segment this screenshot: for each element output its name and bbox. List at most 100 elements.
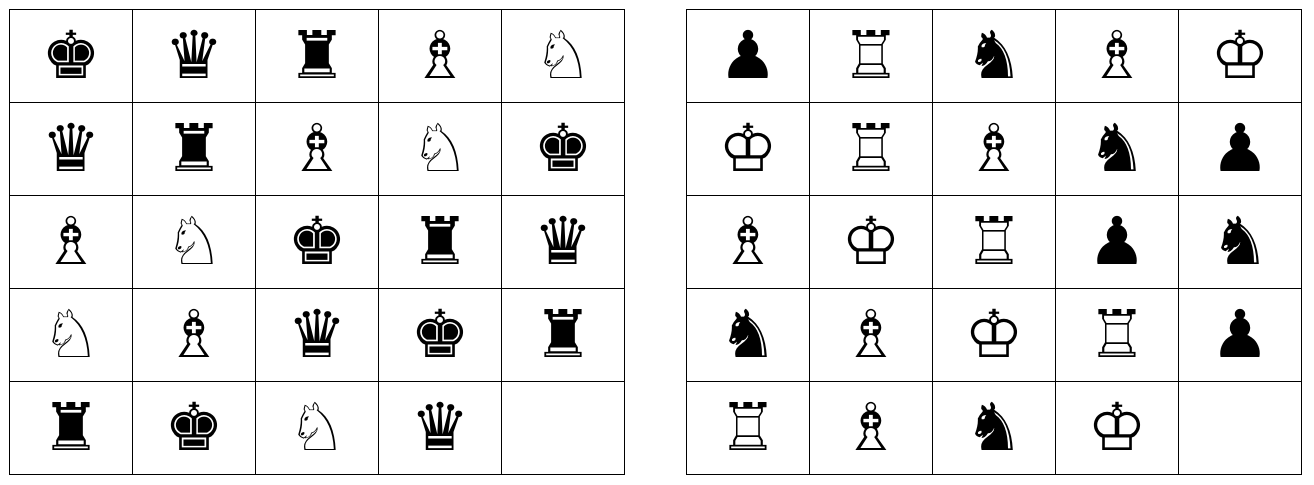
left-grid-cell-r3-c3[interactable]: ♚ [256, 196, 379, 289]
left-grid-cell-r3-c1[interactable]: ♗ [10, 196, 133, 289]
black-king-icon: ♚ [158, 392, 230, 464]
black-queen-icon: ♛ [35, 113, 107, 185]
white-bishop-icon: ♗ [158, 299, 230, 371]
black-pawn-icon: ♟ [712, 20, 784, 92]
black-knight-icon: ♞ [958, 20, 1030, 92]
right-grid-cell-r2-c4[interactable]: ♞ [1056, 103, 1179, 196]
right-grid-cell-r5-c1[interactable]: ♖ [687, 382, 810, 475]
right-grid-cell-r4-c4[interactable]: ♖ [1056, 289, 1179, 382]
black-rook-icon: ♜ [35, 392, 107, 464]
right-grid-cell-r4-c5[interactable]: ♟ [1179, 289, 1302, 382]
white-rook-icon: ♖ [958, 206, 1030, 278]
right-grid-cell-r1-c5[interactable]: ♔ [1179, 10, 1302, 103]
right-piece-grid: ♟ ♖ ♞ ♗ ♔ ♔ ♖ ♗ ♞ ♟ ♗ ♔ ♖ ♟ ♞ ♞ ♗ ♔ ♖ ♟ ♖ ♗ ♞ ♔ [686, 9, 1302, 475]
right-grid-cell-r3-c1[interactable]: ♗ [687, 196, 810, 289]
left-grid-cell-r2-c3[interactable]: ♗ [256, 103, 379, 196]
right-grid-cell-r4-c3[interactable]: ♔ [933, 289, 1056, 382]
black-rook-icon: ♜ [404, 206, 476, 278]
white-knight-icon: ♘ [158, 206, 230, 278]
left-grid-cell-r5-c3[interactable]: ♘ [256, 382, 379, 475]
left-grid-cell-r1-c2[interactable]: ♛ [133, 10, 256, 103]
black-queen-icon: ♛ [281, 299, 353, 371]
right-grid-cell-r3-c4[interactable]: ♟ [1056, 196, 1179, 289]
right-grid-cell-r5-c3[interactable]: ♞ [933, 382, 1056, 475]
right-grid-cell-r1-c1[interactable]: ♟ [687, 10, 810, 103]
left-grid-cell-r4-c5[interactable]: ♜ [502, 289, 625, 382]
black-pawn-icon: ♟ [1204, 299, 1276, 371]
white-king-icon: ♔ [958, 299, 1030, 371]
black-king-icon: ♚ [281, 206, 353, 278]
white-king-icon: ♔ [1081, 392, 1153, 464]
left-grid-cell-r5-c4[interactable]: ♛ [379, 382, 502, 475]
black-knight-icon: ♞ [712, 299, 784, 371]
white-king-icon: ♔ [1204, 20, 1276, 92]
black-knight-icon: ♞ [1204, 206, 1276, 278]
white-knight-icon: ♘ [281, 392, 353, 464]
white-bishop-icon: ♗ [35, 206, 107, 278]
right-grid-cell-r2-c2[interactable]: ♖ [810, 103, 933, 196]
black-queen-icon: ♛ [158, 20, 230, 92]
left-piece-grid: ♚ ♛ ♜ ♗ ♘ ♛ ♜ ♗ ♘ ♚ ♗ ♘ ♚ ♜ ♛ ♘ ♗ ♛ ♚ ♜ ♜ ♚ ♘ ♛ [9, 9, 625, 475]
left-grid-cell-r2-c2[interactable]: ♜ [133, 103, 256, 196]
white-bishop-icon: ♗ [835, 299, 907, 371]
right-grid-cell-r5-c4[interactable]: ♔ [1056, 382, 1179, 475]
white-knight-icon: ♘ [404, 113, 476, 185]
white-knight-icon: ♘ [527, 20, 599, 92]
left-grid-cell-r5-c1[interactable]: ♜ [10, 382, 133, 475]
black-pawn-icon: ♟ [1081, 206, 1153, 278]
right-grid-cell-r2-c1[interactable]: ♔ [687, 103, 810, 196]
left-grid-cell-r5-c2[interactable]: ♚ [133, 382, 256, 475]
right-grid-cell-r2-c5[interactable]: ♟ [1179, 103, 1302, 196]
left-grid-cell-r4-c3[interactable]: ♛ [256, 289, 379, 382]
right-grid-cell-r4-c1[interactable]: ♞ [687, 289, 810, 382]
white-king-icon: ♔ [712, 113, 784, 185]
white-rook-icon: ♖ [835, 113, 907, 185]
left-grid-cell-r3-c5[interactable]: ♛ [502, 196, 625, 289]
left-grid-cell-r2-c5[interactable]: ♚ [502, 103, 625, 196]
left-grid-cell-r2-c4[interactable]: ♘ [379, 103, 502, 196]
left-grid-cell-r1-c1[interactable]: ♚ [10, 10, 133, 103]
left-grid-cell-r1-c5[interactable]: ♘ [502, 10, 625, 103]
right-grid-cell-r3-c2[interactable]: ♔ [810, 196, 933, 289]
black-knight-icon: ♞ [958, 392, 1030, 464]
black-king-icon: ♚ [527, 113, 599, 185]
white-bishop-icon: ♗ [712, 206, 784, 278]
right-grid-cell-r2-c3[interactable]: ♗ [933, 103, 1056, 196]
white-knight-icon: ♘ [35, 299, 107, 371]
white-rook-icon: ♖ [835, 20, 907, 92]
black-king-icon: ♚ [404, 299, 476, 371]
black-rook-icon: ♜ [527, 299, 599, 371]
black-pawn-icon: ♟ [1204, 113, 1276, 185]
left-grid-cell-r3-c2[interactable]: ♘ [133, 196, 256, 289]
right-grid-cell-r5-c2[interactable]: ♗ [810, 382, 933, 475]
left-grid-cell-r3-c4[interactable]: ♜ [379, 196, 502, 289]
black-knight-icon: ♞ [1081, 113, 1153, 185]
right-grid-cell-r4-c2[interactable]: ♗ [810, 289, 933, 382]
white-bishop-icon: ♗ [835, 392, 907, 464]
right-grid-cell-r3-c5[interactable]: ♞ [1179, 196, 1302, 289]
right-grid-cell-r1-c2[interactable]: ♖ [810, 10, 933, 103]
left-grid-cell-r1-c4[interactable]: ♗ [379, 10, 502, 103]
right-grid-cell-r5-c5[interactable] [1179, 382, 1302, 475]
white-bishop-icon: ♗ [958, 113, 1030, 185]
left-grid-cell-r5-c5[interactable] [502, 382, 625, 475]
black-queen-icon: ♛ [404, 392, 476, 464]
white-king-icon: ♔ [835, 206, 907, 278]
right-grid-cell-r1-c4[interactable]: ♗ [1056, 10, 1179, 103]
white-bishop-icon: ♗ [1081, 20, 1153, 92]
black-queen-icon: ♛ [527, 206, 599, 278]
left-grid-cell-r2-c1[interactable]: ♛ [10, 103, 133, 196]
black-king-icon: ♚ [35, 20, 107, 92]
black-rook-icon: ♜ [158, 113, 230, 185]
white-bishop-icon: ♗ [404, 20, 476, 92]
black-rook-icon: ♜ [281, 20, 353, 92]
white-bishop-icon: ♗ [281, 113, 353, 185]
left-grid-cell-r4-c4[interactable]: ♚ [379, 289, 502, 382]
left-grid-cell-r1-c3[interactable]: ♜ [256, 10, 379, 103]
left-grid-cell-r4-c1[interactable]: ♘ [10, 289, 133, 382]
white-rook-icon: ♖ [712, 392, 784, 464]
right-grid-cell-r1-c3[interactable]: ♞ [933, 10, 1056, 103]
right-grid-cell-r3-c3[interactable]: ♖ [933, 196, 1056, 289]
left-grid-cell-r4-c2[interactable]: ♗ [133, 289, 256, 382]
white-rook-icon: ♖ [1081, 299, 1153, 371]
